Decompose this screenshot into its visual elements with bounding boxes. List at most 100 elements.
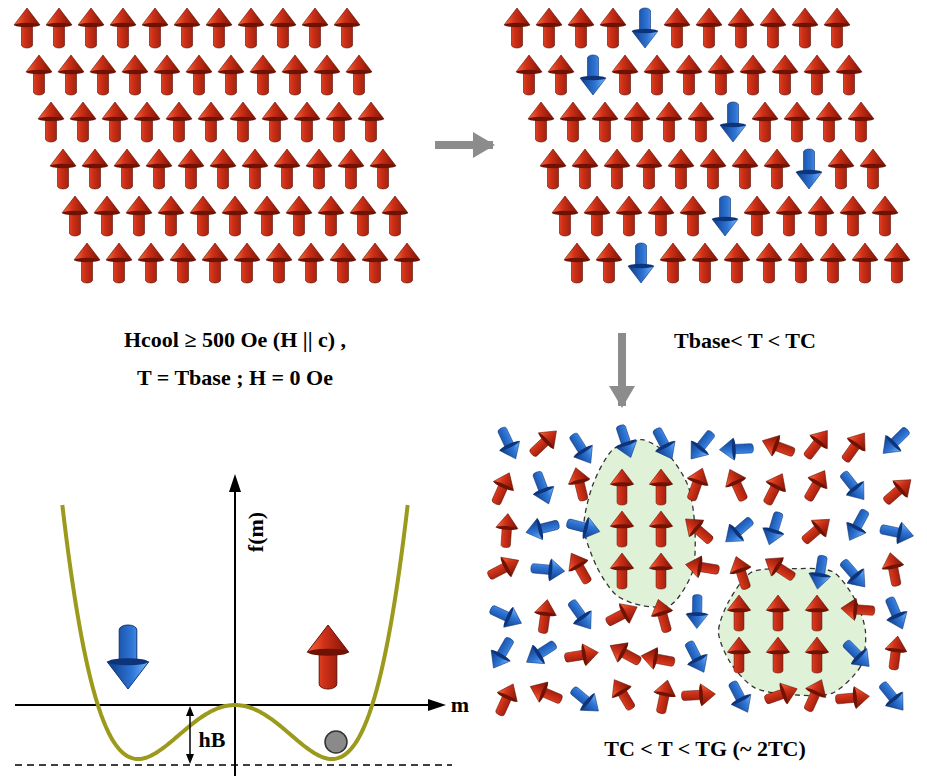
spin-up-arrow [552, 196, 578, 236]
arrow-head-base [535, 611, 557, 618]
arrow-head-base [853, 599, 858, 620]
spin-up-arrow [752, 102, 778, 142]
arrow-body [686, 594, 709, 628]
spin-up-arrow [696, 8, 722, 48]
arrow-body [761, 678, 800, 710]
arrow-body [254, 196, 280, 236]
arrow-body [878, 518, 916, 547]
arrow-body [719, 437, 754, 461]
arrow-head-base [677, 70, 702, 74]
spin-up-arrow [860, 149, 886, 189]
arrow-head-base [59, 70, 84, 74]
spin-up-arrow [592, 102, 618, 142]
arrow-body [107, 625, 149, 689]
random-spin-arrow [639, 645, 677, 673]
arrow-head-base [135, 117, 160, 121]
spin-down-arrow [796, 149, 822, 189]
arrow-body [605, 674, 641, 715]
spin-up-arrow [604, 149, 630, 189]
arrow-body [610, 511, 633, 547]
cluster-spin-arrow [649, 553, 672, 589]
spin-up-arrow [114, 149, 140, 189]
spin-up-arrow [664, 8, 690, 48]
spin-up-arrow [692, 243, 718, 283]
arrow-body [154, 55, 180, 95]
arrow-head-base [187, 70, 212, 74]
arrow-head-base [618, 603, 631, 624]
arrow-body [680, 196, 706, 236]
arrow-head-base [761, 23, 786, 27]
spin-up-arrow [572, 149, 598, 189]
arrow-body [90, 55, 116, 95]
arrow-head-base [383, 211, 408, 215]
arrow-body [756, 243, 782, 283]
arrow-body [146, 149, 172, 189]
arrow-head-base [529, 117, 554, 121]
arrow-body [122, 55, 148, 95]
arrow-body [758, 430, 798, 463]
arrow-body [681, 464, 713, 503]
spin-up-arrow [158, 196, 184, 236]
arrow-head-base [573, 444, 593, 458]
arrow-head-base [251, 70, 276, 74]
spin-up-arrow [764, 149, 790, 189]
arrow-body [752, 102, 778, 142]
arrow-head-base [235, 258, 260, 262]
arrow-body [234, 243, 260, 283]
random-spin-arrow [798, 465, 834, 505]
arrow-head-base [669, 164, 694, 168]
spin-up-arrow [816, 102, 842, 142]
arrow-head-base [882, 563, 904, 571]
arrow-head-base [155, 70, 180, 74]
arrow-head-base [51, 164, 76, 168]
random-spin-arrow [521, 635, 562, 672]
spin-up-arrow [792, 8, 818, 48]
spin-up-arrow [840, 196, 866, 236]
arrow-body [610, 553, 633, 589]
arrow-head-base [493, 480, 514, 492]
arrow-head-base [531, 644, 546, 664]
random-spin-arrow [646, 424, 681, 464]
arrow-body [485, 468, 519, 508]
axis-label: m [451, 692, 469, 718]
arrow-body [560, 102, 586, 142]
arrow-head-base [745, 211, 770, 215]
arrow-head-base [845, 480, 864, 496]
random-spin-arrow [678, 511, 718, 550]
arrow-head-base [537, 23, 562, 27]
spin-up-arrow [110, 8, 136, 48]
random-spin-arrow [681, 683, 716, 707]
arrow-body [797, 511, 837, 550]
arrow-body [526, 468, 559, 508]
arrow-body [326, 102, 352, 142]
arrow-body [820, 243, 846, 283]
spin-up-arrow [852, 243, 878, 283]
arrow-body [732, 149, 758, 189]
arrow-body [596, 243, 622, 283]
arrow-head-base [885, 647, 907, 653]
random-spin-arrow [563, 642, 600, 669]
arrow-body [222, 196, 248, 236]
random-spin-arrow [726, 553, 757, 592]
spin-up-arrow [536, 8, 562, 48]
cluster-spin-arrow [649, 469, 672, 505]
barrier-label: hB [199, 727, 226, 753]
spin-up-arrow [238, 8, 264, 48]
arrow-head-base [499, 557, 512, 578]
arrow-head-base [611, 482, 634, 486]
random-spin-arrow [759, 509, 790, 548]
arrow-head-base [617, 211, 642, 215]
arrow-body [38, 102, 64, 142]
arrow-head-base [655, 440, 676, 453]
arrow-head-base [697, 23, 722, 27]
arrow-head-base [846, 437, 865, 452]
arrow-body [646, 424, 681, 464]
arrow-body [266, 243, 292, 283]
arrow-body [684, 554, 721, 581]
random-spin-arrow [495, 513, 519, 548]
arrow-body [612, 55, 638, 95]
arrow-body [486, 599, 526, 633]
spin-up-arrow [266, 243, 292, 283]
arrow-body [878, 471, 918, 510]
arrow-body [644, 55, 670, 95]
